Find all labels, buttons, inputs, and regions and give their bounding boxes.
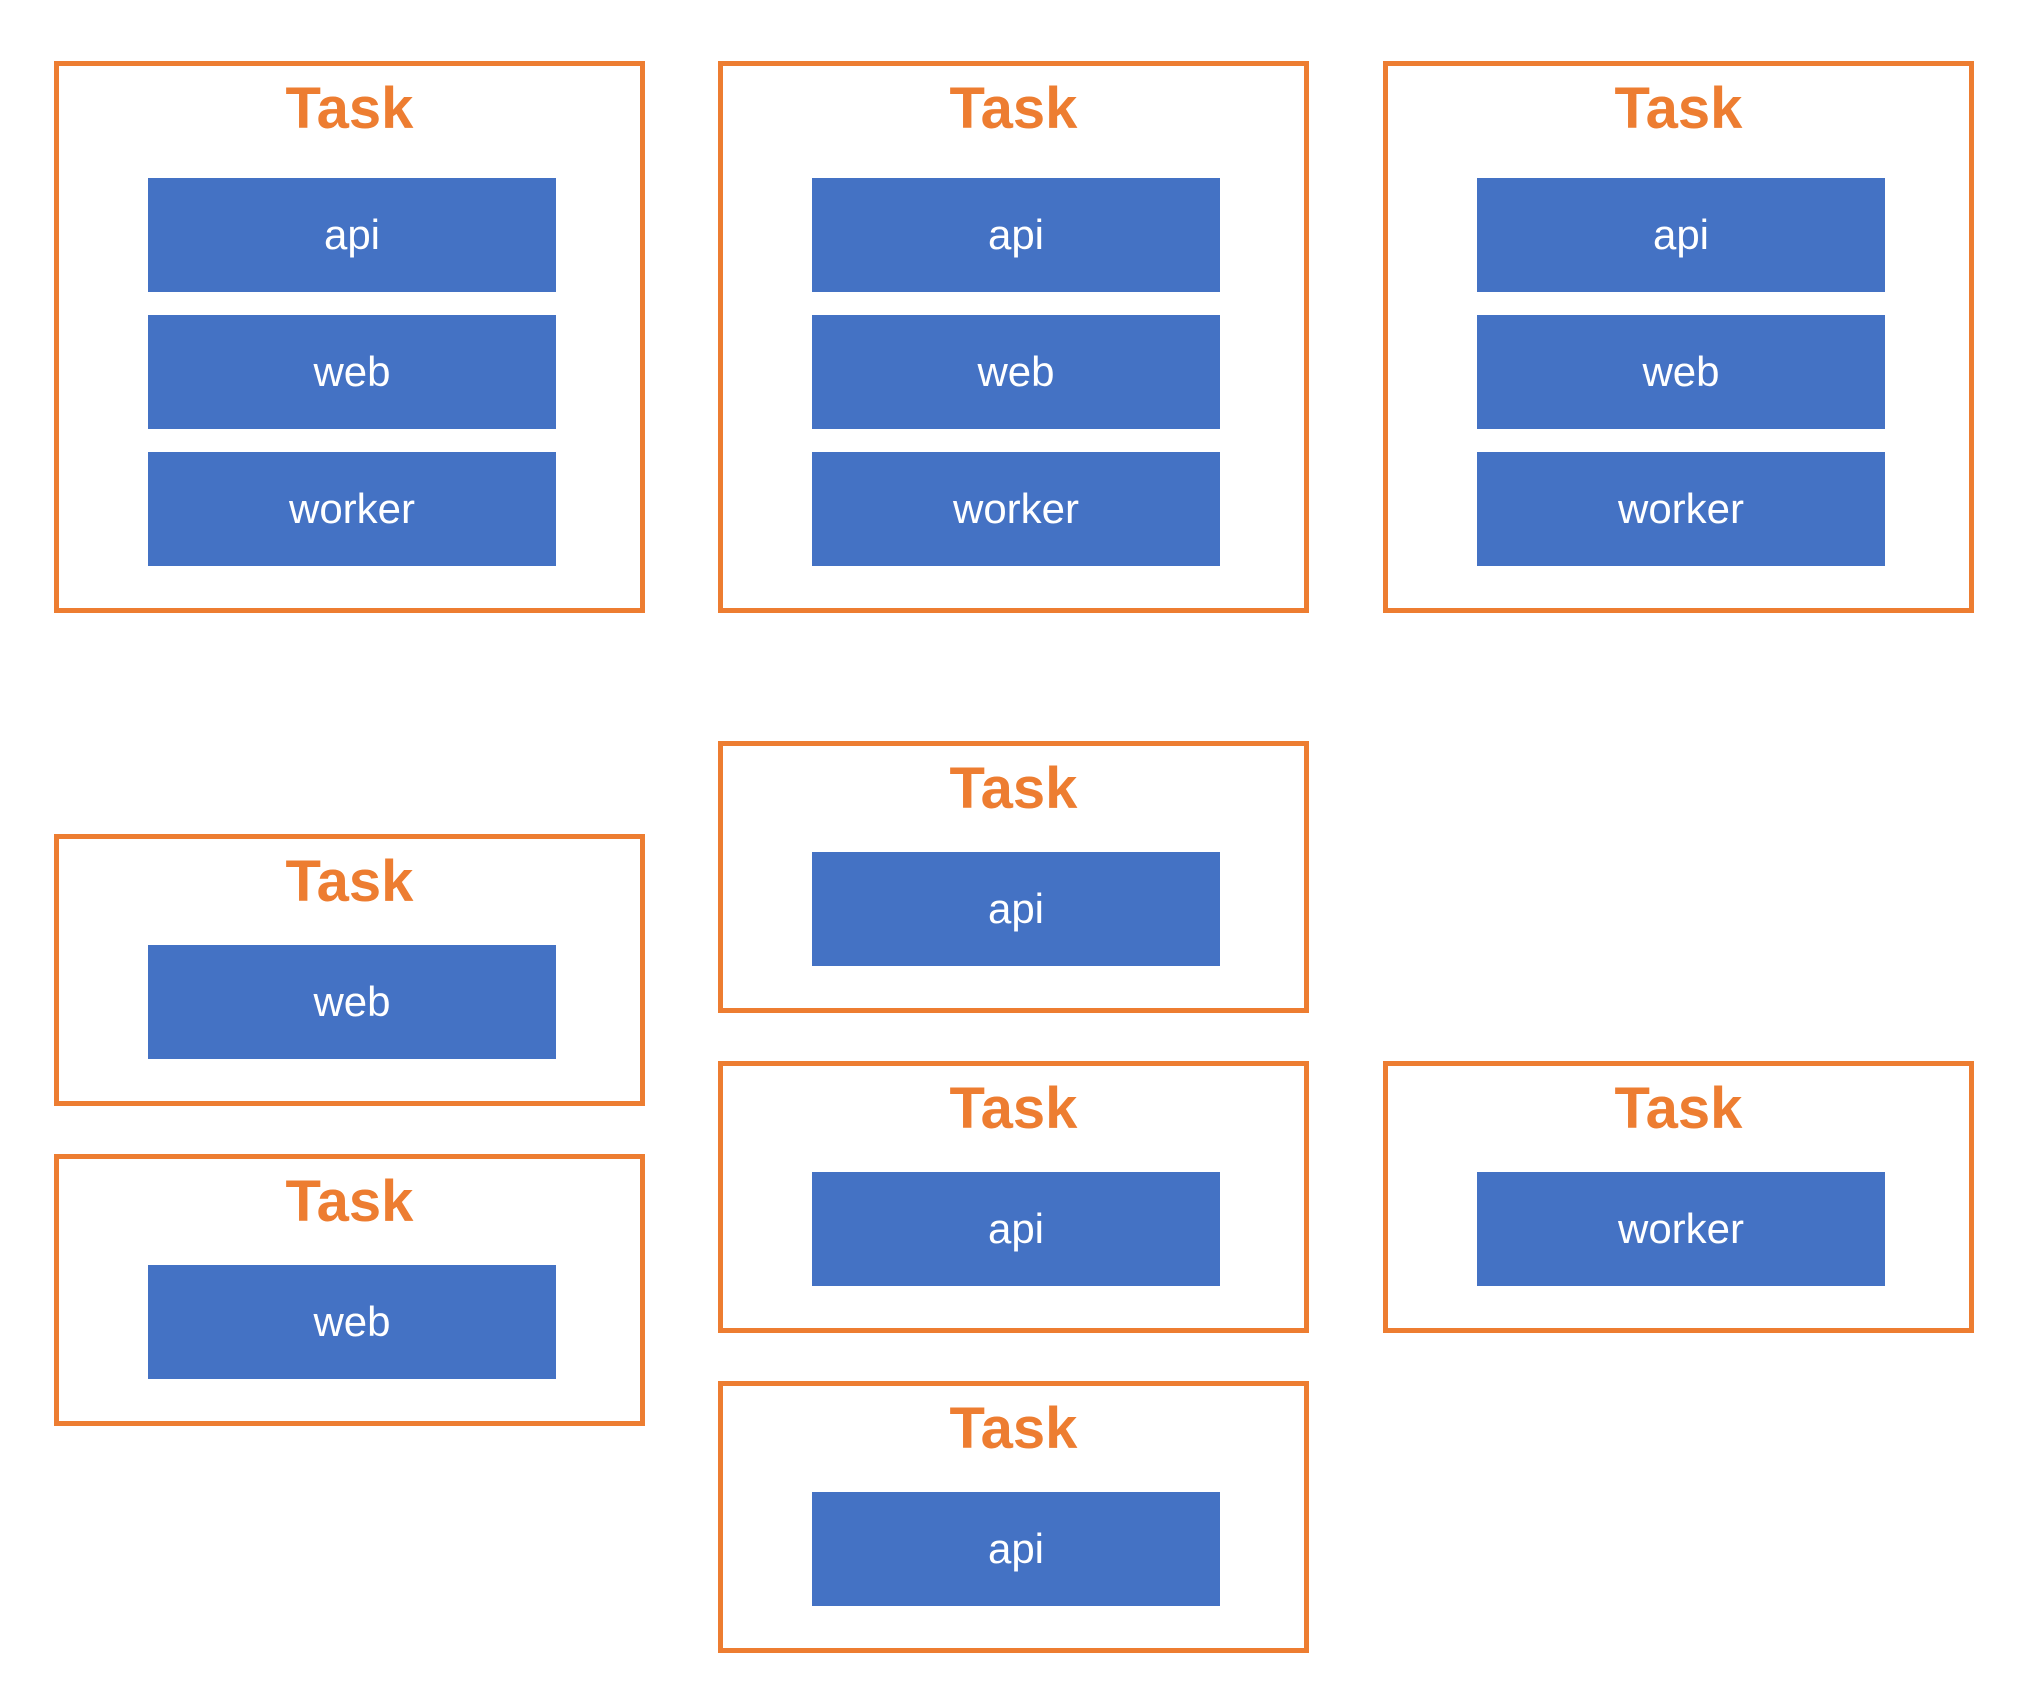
- task-box: Task api: [718, 1061, 1309, 1333]
- task-title: Task: [285, 1169, 414, 1234]
- service-box-web: web: [148, 315, 556, 429]
- task-box: Task api: [718, 1381, 1309, 1653]
- service-box-api: api: [812, 1492, 1220, 1606]
- service-box-api: api: [148, 178, 556, 292]
- service-box-web: web: [1477, 315, 1885, 429]
- service-box-web: web: [812, 315, 1220, 429]
- service-box-api: api: [812, 852, 1220, 966]
- task-title: Task: [285, 849, 414, 914]
- service-box-web: web: [148, 1265, 556, 1379]
- task-title: Task: [1614, 1076, 1743, 1141]
- service-box-worker: worker: [1477, 452, 1885, 566]
- task-title: Task: [949, 756, 1078, 821]
- task-box: Task worker: [1383, 1061, 1974, 1333]
- task-box: Task api web worker: [54, 61, 645, 613]
- task-box: Task api: [718, 741, 1309, 1013]
- task-title: Task: [1614, 76, 1743, 141]
- task-title: Task: [285, 76, 414, 141]
- service-box-api: api: [812, 1172, 1220, 1286]
- task-box: Task api web worker: [1383, 61, 1974, 613]
- service-box-worker: worker: [1477, 1172, 1885, 1286]
- task-title: Task: [949, 76, 1078, 141]
- service-box-worker: worker: [148, 452, 556, 566]
- service-box-worker: worker: [812, 452, 1220, 566]
- task-box: Task web: [54, 834, 645, 1106]
- task-box: Task api web worker: [718, 61, 1309, 613]
- service-box-web: web: [148, 945, 556, 1059]
- task-title: Task: [949, 1396, 1078, 1461]
- task-title: Task: [949, 1076, 1078, 1141]
- service-box-api: api: [812, 178, 1220, 292]
- service-box-api: api: [1477, 178, 1885, 292]
- task-box: Task web: [54, 1154, 645, 1426]
